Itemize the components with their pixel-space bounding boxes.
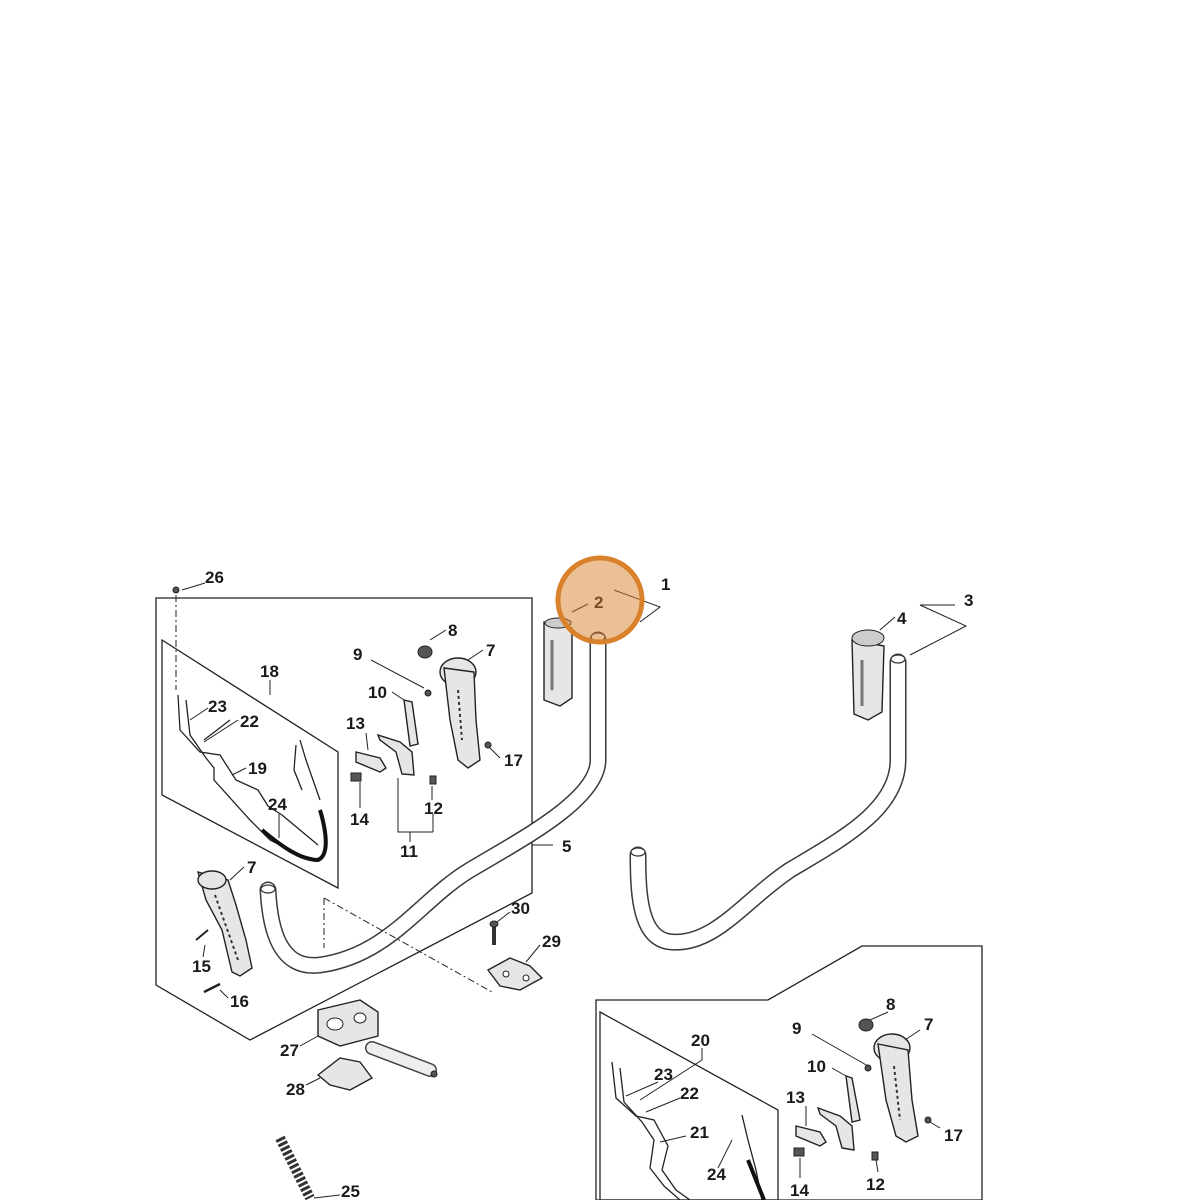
wiring-harness-lower — [611, 1061, 766, 1200]
callout-5: 5 — [562, 837, 571, 856]
grip-right[interactable] — [851, 629, 885, 721]
callout-9-lower: 9 — [792, 1019, 801, 1038]
leader-lines — [181, 582, 968, 1199]
callout-7-left: 7 — [247, 858, 256, 877]
callout-24-lower: 24 — [707, 1165, 726, 1184]
left-assembly-frame — [155, 597, 533, 1041]
callout-19: 19 — [248, 759, 267, 778]
callout-10-lower: 10 — [807, 1057, 826, 1076]
callout-24-upper: 24 — [268, 795, 287, 814]
assembly-line-b — [323, 897, 493, 993]
trigger-parts-upper[interactable] — [350, 689, 437, 785]
screw-15 — [195, 929, 209, 941]
callout-28: 28 — [286, 1080, 305, 1099]
callout-13-upper: 13 — [346, 714, 365, 733]
wiring-harness-subframe — [161, 638, 339, 890]
clamp-27[interactable] — [317, 999, 379, 1047]
knob-8-upper — [417, 645, 433, 659]
callout-14-upper: 14 — [350, 810, 369, 829]
callout-labels: 1 2 3 4 5 7 7 7 8 8 9 9 10 10 11 12 12 1… — [192, 568, 973, 1200]
knob-8-lower — [858, 1018, 874, 1032]
screw-17-lower — [924, 1116, 932, 1124]
callout-8-upper: 8 — [448, 621, 457, 640]
callout-22-lower: 22 — [680, 1084, 699, 1103]
callout-12-lower: 12 — [866, 1175, 885, 1194]
control-handle-lower-right[interactable] — [793, 1018, 932, 1161]
callout-27: 27 — [280, 1041, 299, 1060]
callout-25: 25 — [341, 1182, 360, 1200]
callout-4: 4 — [897, 609, 907, 628]
callout-21: 21 — [690, 1123, 709, 1142]
callout-1: 1 — [661, 575, 670, 594]
callout-18: 18 — [260, 662, 279, 681]
callout-15: 15 — [192, 957, 211, 976]
callout-20: 20 — [691, 1031, 710, 1050]
bracket-29[interactable] — [486, 957, 544, 991]
callout-7-upper: 7 — [486, 641, 495, 660]
callout-10-upper: 10 — [368, 683, 387, 702]
right-assembly-frame — [595, 945, 983, 1200]
callout-30: 30 — [511, 899, 530, 918]
callout-29: 29 — [542, 932, 561, 951]
handle-bar-right[interactable] — [629, 653, 907, 951]
spring-25[interactable] — [275, 1135, 315, 1200]
callout-16: 16 — [230, 992, 249, 1011]
control-handle-lower-left[interactable] — [195, 870, 253, 994]
wiring-harness-subframe-2 — [599, 1010, 779, 1200]
wiring-harness-upper — [177, 694, 328, 863]
control-handle-upper[interactable] — [417, 645, 492, 769]
callout-11: 11 — [400, 842, 418, 861]
highlight-marker[interactable] — [555, 555, 645, 645]
callout-9-upper: 9 — [353, 645, 362, 664]
callout-14-lower: 14 — [790, 1181, 809, 1200]
screw-26[interactable] — [172, 586, 180, 690]
screw-30[interactable] — [489, 920, 499, 945]
callout-3: 3 — [964, 591, 973, 610]
callout-8-lower: 8 — [886, 995, 895, 1014]
screw-17-upper — [484, 741, 492, 749]
grip-left[interactable] — [543, 617, 573, 707]
callout-17-upper: 17 — [504, 751, 523, 770]
screw-16 — [203, 982, 221, 994]
callout-26: 26 — [205, 568, 224, 587]
callout-22-upper: 22 — [240, 712, 259, 731]
callout-13-lower: 13 — [786, 1088, 805, 1107]
callout-12-upper: 12 — [424, 799, 443, 818]
clamp-28[interactable] — [316, 1057, 374, 1091]
callout-7-right: 7 — [924, 1015, 933, 1034]
tube-piece[interactable] — [365, 1041, 438, 1078]
callout-23-lower: 23 — [654, 1065, 673, 1084]
callout-23-upper: 23 — [208, 697, 227, 716]
callout-17-lower: 17 — [944, 1126, 963, 1145]
